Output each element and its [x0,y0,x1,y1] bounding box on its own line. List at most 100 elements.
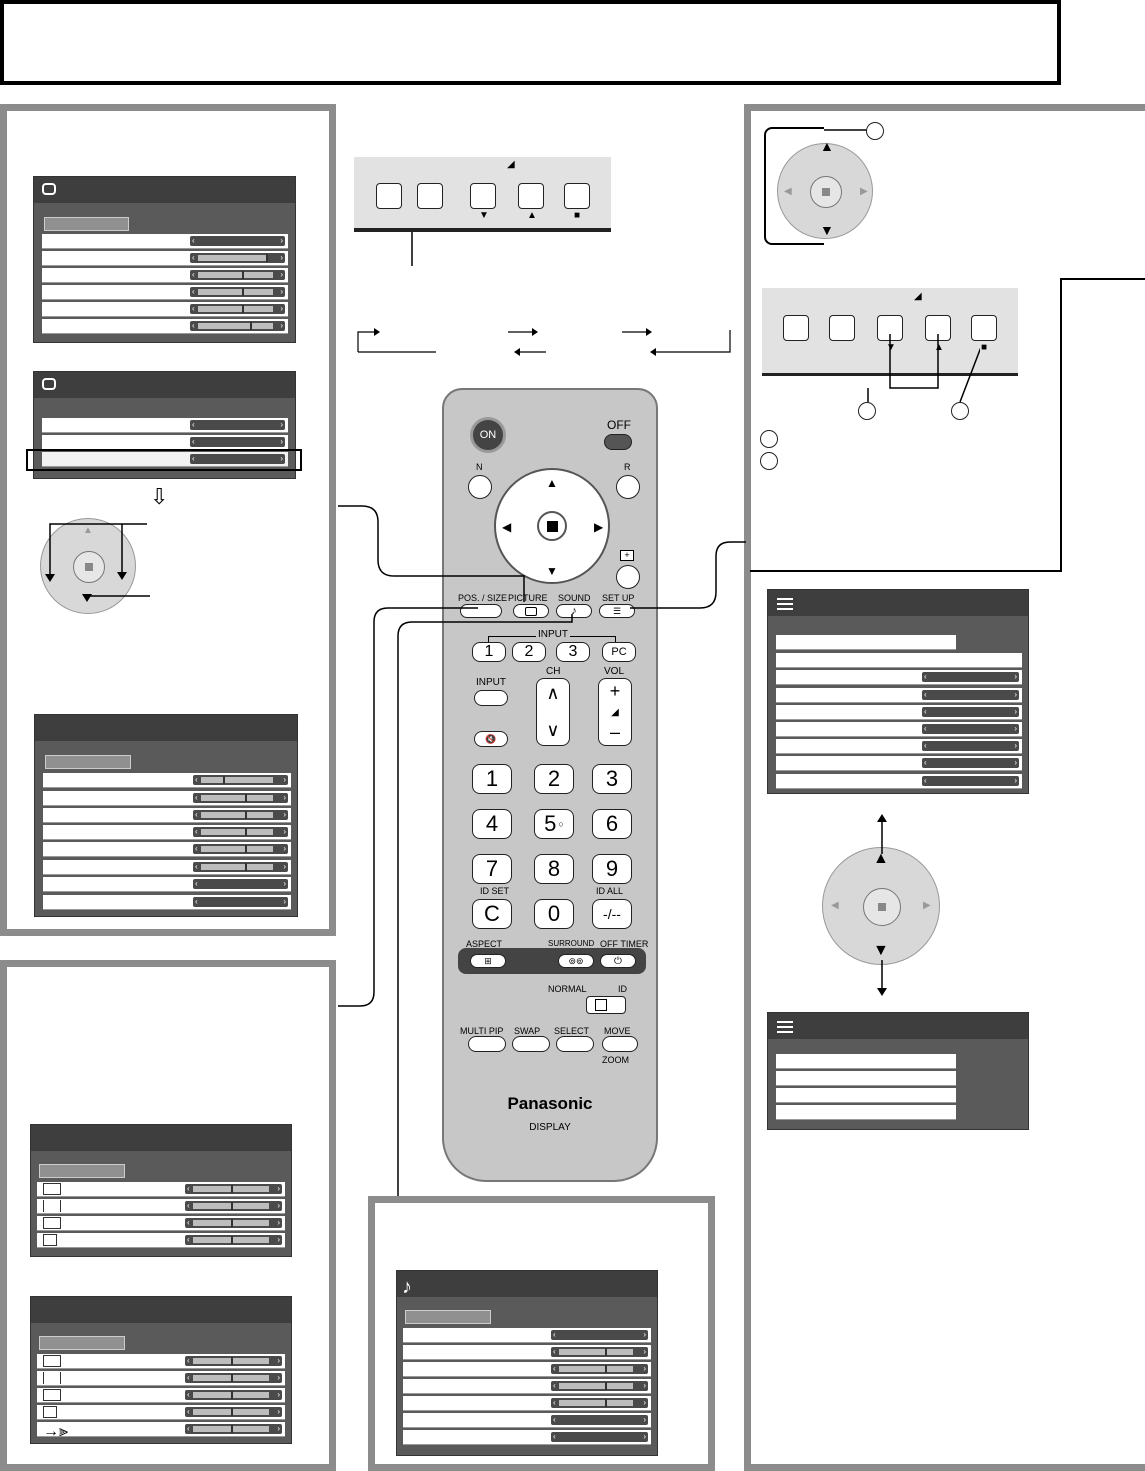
down-arrow-icon: ⇩ [150,484,169,509]
key-8-label: 8 [547,856,561,881]
vol-up-icon[interactable]: + [609,681,621,701]
panel-button-up[interactable] [518,183,544,209]
step-marker-circle [760,452,778,470]
remote-control: ON OFF N R ▲ ▼ ◀ ▶ + POS. / SIZE PICTURE… [442,388,658,1182]
enter-button[interactable] [537,511,567,541]
panel-button-1[interactable] [783,315,809,341]
power-on-button[interactable]: ON [470,417,506,453]
input-label: INPUT [476,677,506,688]
key-0[interactable]: 0 [534,899,574,929]
hpos-icon [43,1355,61,1367]
key-8[interactable]: 8 [534,854,574,884]
panel-button-menu[interactable] [417,183,443,209]
power-on-label: ON [479,429,497,441]
key-dash-label: -/-- [603,906,621,922]
vsize-icon [43,1234,57,1246]
key-7[interactable]: 7 [472,854,512,884]
multi-pip-button[interactable] [468,1036,506,1052]
input-2-button[interactable]: 2 [512,642,546,662]
channel-rocker[interactable]: ∧∨ [536,678,570,746]
key-9-label: 9 [605,856,619,881]
key-6[interactable]: 6 [592,809,632,839]
panel-button-menu[interactable] [829,315,855,341]
normalize-tab[interactable] [45,755,131,769]
joystick-up-down-2[interactable]: ◀ ▶ ▲ ▼ [822,847,940,965]
panel-button-enter[interactable] [971,315,997,341]
panel-button-1[interactable] [376,183,402,209]
picture-button[interactable] [513,604,549,618]
volume-rocker[interactable]: +◢– [598,678,632,746]
vol-indicator-icon: ◢ [507,159,515,170]
timer-icon: ⏻ [614,955,622,967]
brand-logo: Panasonic [507,1094,593,1113]
n-button[interactable] [468,475,492,499]
swap-button[interactable] [512,1036,550,1052]
panel-button-enter[interactable] [564,183,590,209]
key-dash[interactable]: -/-- [592,899,632,929]
input-3-button[interactable]: 3 [556,642,590,662]
monitor-icon [42,183,56,195]
right-arrow-icon[interactable]: ▶ [594,520,604,534]
move-button[interactable] [602,1036,638,1052]
list-icon [777,598,793,610]
stop-square-icon: ■ [981,342,988,353]
select-button[interactable] [556,1036,594,1052]
normalize-tab[interactable] [405,1310,491,1324]
setup-menu-screen-2 [767,1012,1029,1130]
left-arrow-icon[interactable]: ◀ [502,520,512,534]
mute-button[interactable]: 🔇 [474,731,508,747]
normal-id-switch[interactable] [586,996,626,1014]
key-2[interactable]: 2 [534,764,574,794]
normalize-tab[interactable] [39,1164,125,1178]
setup-button[interactable]: ☰ [599,604,635,618]
key-0-label: 0 [547,901,561,926]
normalize-tab[interactable] [44,217,129,231]
ch-down-icon[interactable]: ∨ [546,720,560,740]
aspect-button[interactable]: ⊞ [470,954,506,968]
joystick-callout-box [764,127,824,245]
up-arrow-icon[interactable]: ▲ [546,476,558,490]
key-2-label: 2 [547,766,561,791]
remote-dpad[interactable]: ▲ ▼ ◀ ▶ [494,468,610,584]
normal-label: NORMAL [548,984,587,994]
key-5[interactable]: 5○ [534,809,574,839]
key-1[interactable]: 1 [472,764,512,794]
normalize-tab[interactable] [39,1336,125,1350]
sound-label: SOUND [558,593,591,603]
ch-up-icon[interactable]: ∧ [546,683,560,703]
key-3[interactable]: 3 [592,764,632,794]
move-label: MOVE [604,1026,631,1036]
off-timer-button[interactable]: ⏻ [600,954,636,968]
down-arrow-icon[interactable]: ▼ [546,564,558,578]
hsize-icon [43,1372,61,1384]
input-1-button[interactable]: 1 [472,642,506,662]
selection-highlight [26,449,302,471]
monitor-icon [525,606,537,616]
list-icon [777,1021,793,1033]
key-9[interactable]: 9 [592,854,632,884]
off-label: OFF [607,418,631,432]
key-4[interactable]: 4 [472,809,512,839]
step-marker-circle [858,402,876,420]
surround-button[interactable]: ⊚⊚ [558,954,594,968]
off-button[interactable] [604,434,632,450]
key-c-label: C [484,901,500,926]
panel-button-down[interactable] [470,183,496,209]
key-c[interactable]: C [472,899,512,929]
panel-button-strip: ◢ ▼ ▲ ■ [354,157,611,232]
r-button[interactable] [616,475,640,499]
note-icon: ♪ [402,1276,412,1298]
pos-size-button[interactable] [460,604,502,618]
id-label: ID [618,984,627,994]
key-5-label: 5 [544,811,557,836]
key-7-label: 7 [485,856,499,881]
n-label: N [476,462,483,472]
vol-down-icon[interactable]: – [609,722,620,742]
joystick-up-down[interactable]: ◀ ▶ ▲ ▼ [777,138,873,239]
sound-button[interactable]: ♪ [556,604,592,618]
input-pc-button[interactable]: PC [602,642,636,662]
mute-icon: 🔇 [485,733,497,744]
callout-bracket [1060,278,1145,571]
input-button[interactable] [474,690,508,706]
recall-button[interactable] [616,565,640,589]
